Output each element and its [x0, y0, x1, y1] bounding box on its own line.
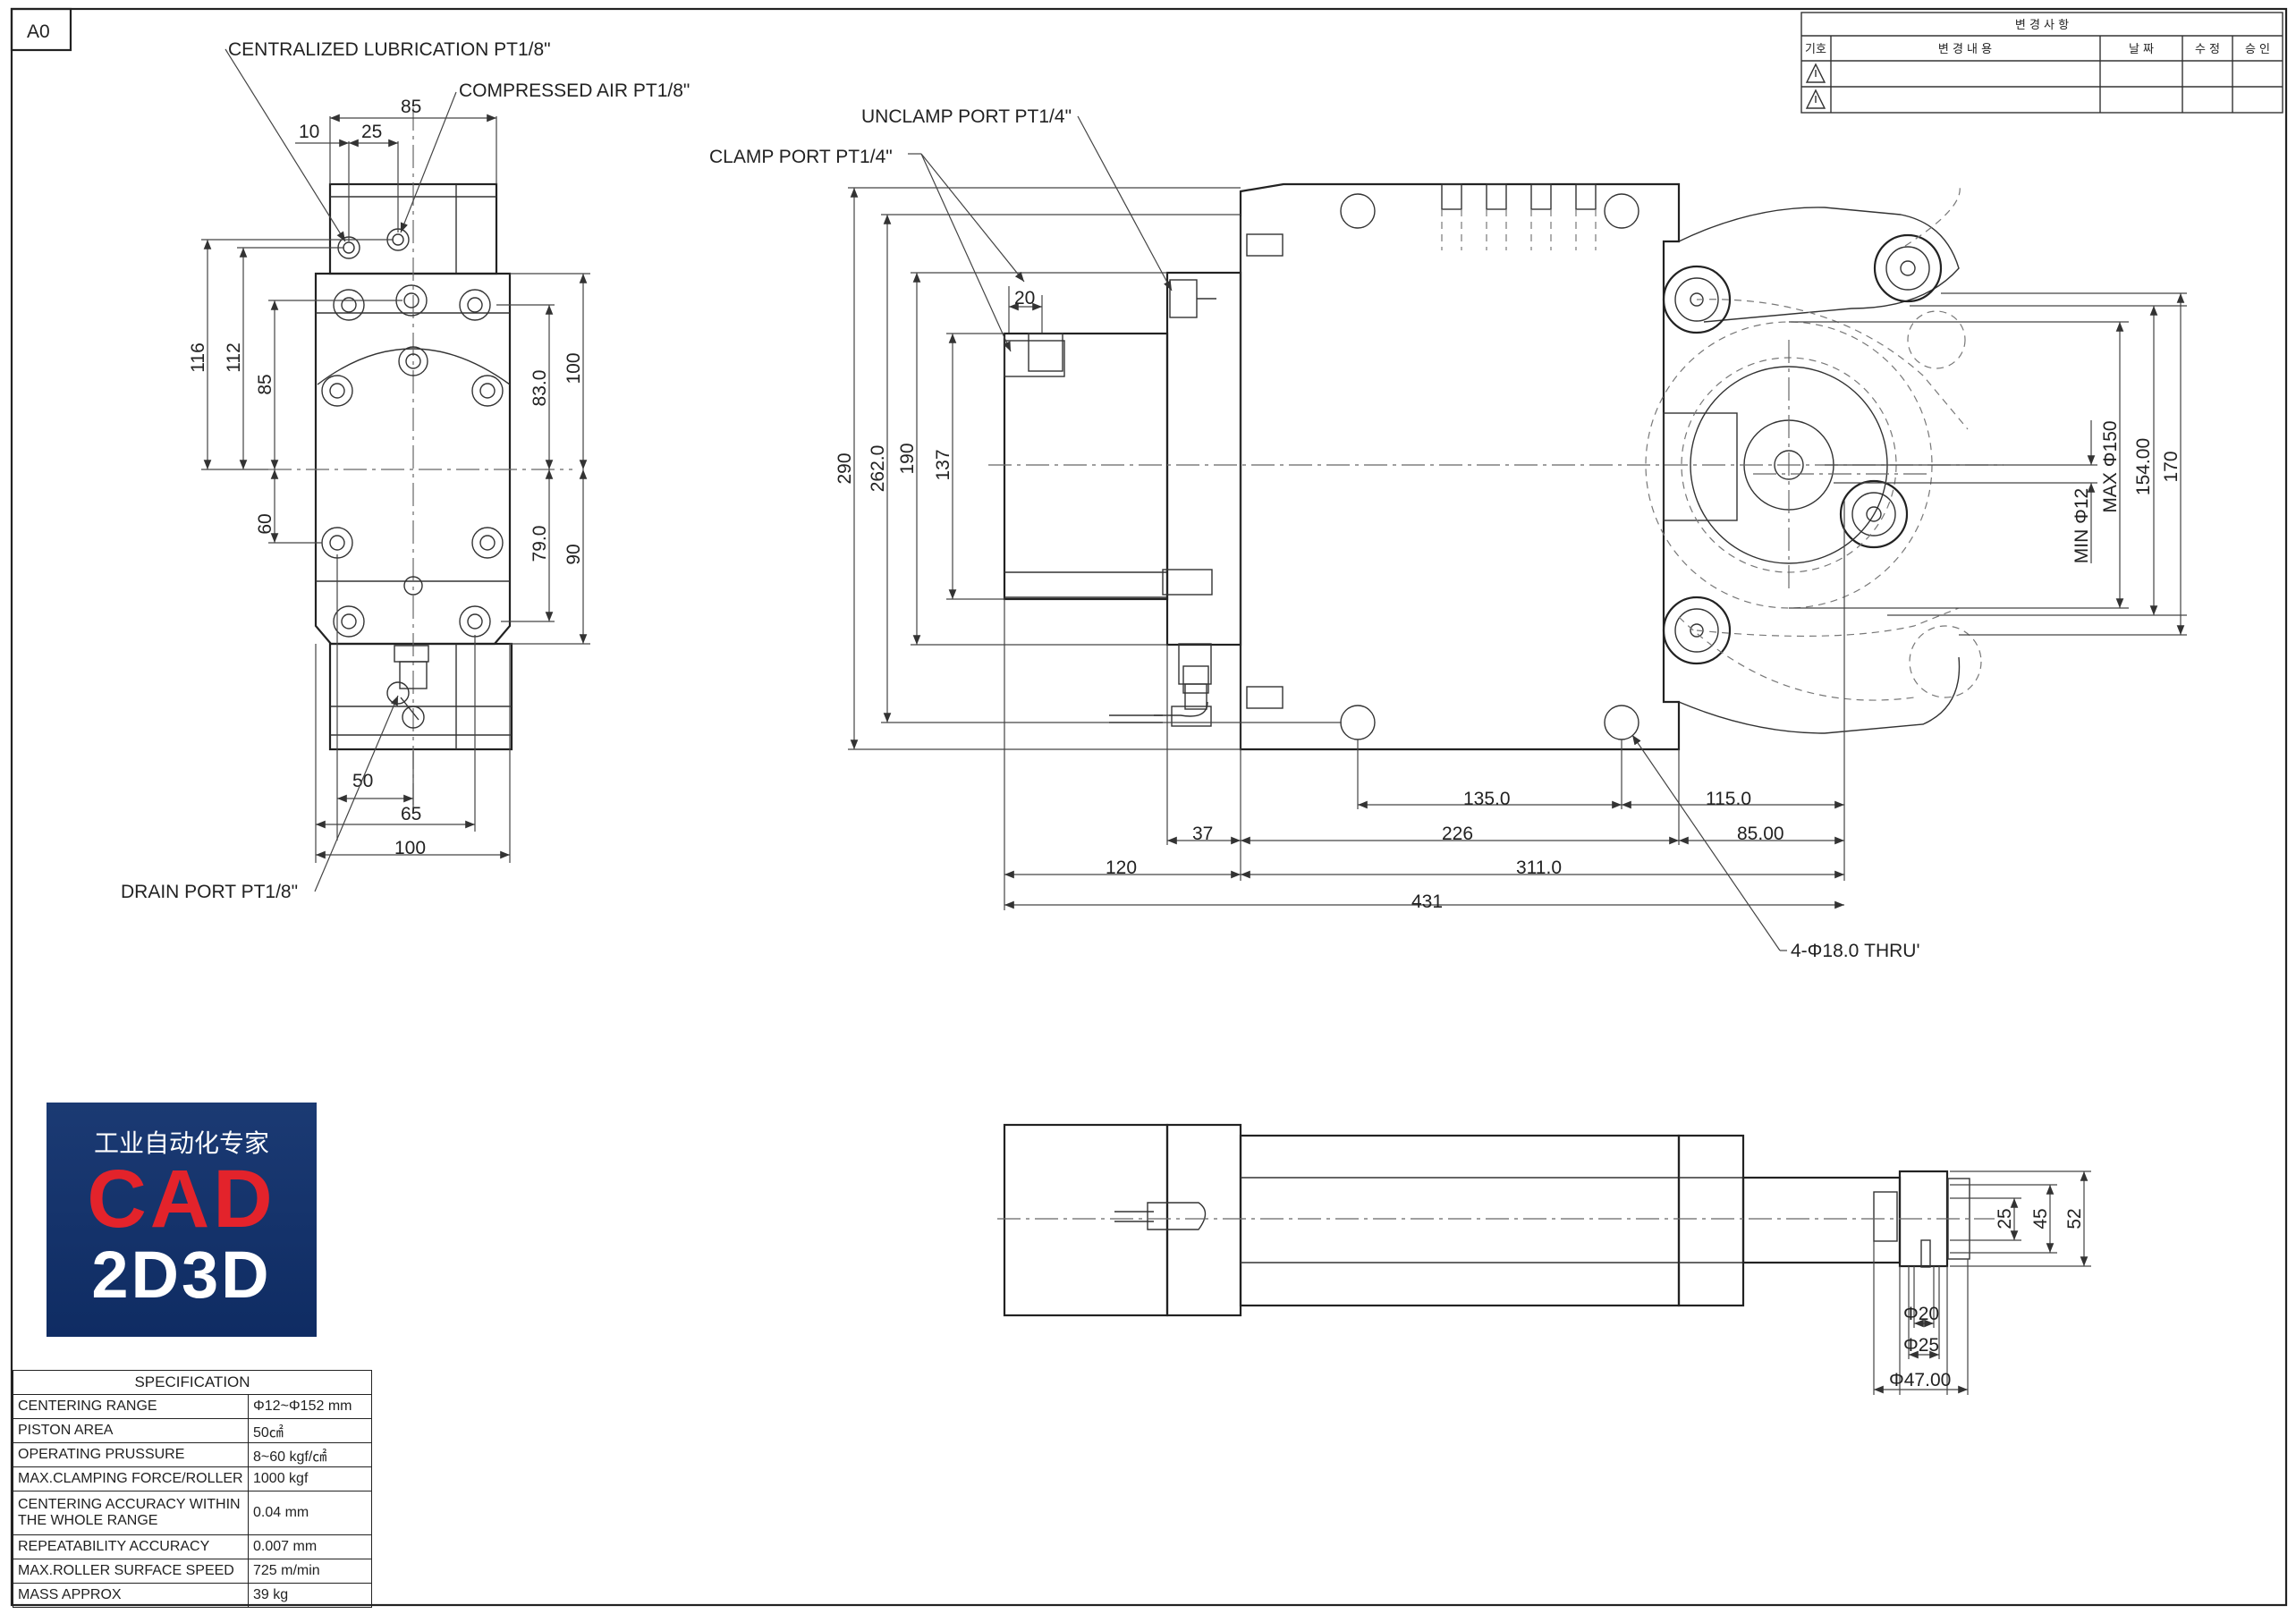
revision-header-date: 날 짜	[2129, 43, 2154, 56]
front-dim-65: 65	[401, 804, 421, 824]
spec-label: CENTERING ACCURACY WITHIN THE WHOLE RANG…	[13, 1491, 249, 1535]
front-dim-85v: 85	[255, 374, 275, 394]
spec-value: 0.007 mm	[248, 1534, 372, 1559]
spec-value: 8~60 kgf/㎠	[248, 1442, 372, 1467]
revision-table: 변 경 사 항 기호 변 경 내 용 날 짜 수 정 승 인	[1800, 12, 2283, 114]
spec-value: 39 kg	[248, 1583, 372, 1608]
spec-value: 725 m/min	[248, 1559, 372, 1584]
side-dim-120: 120	[1106, 858, 1137, 878]
spec-label: REPEATABILITY ACCURACY	[13, 1534, 249, 1559]
callout-holes: 4-Φ18.0 THRU'	[1791, 941, 1919, 961]
spec-label: CENTERING RANGE	[13, 1394, 249, 1419]
side-dim-154: 154.00	[2133, 438, 2154, 495]
side-dim-311: 311.0	[1516, 858, 1562, 878]
sheet-border	[10, 7, 2288, 1607]
revision-header-approved: 승 인	[2245, 43, 2270, 56]
side-dim-max150: MAX Φ150	[2100, 420, 2121, 512]
revision-title: 변 경 사 항	[2015, 19, 2069, 32]
warning-triangle-2-icon	[1805, 89, 1826, 109]
callout-unclamp-port: UNCLAMP PORT PT1/4"	[861, 106, 1072, 127]
front-dim-116: 116	[188, 342, 208, 372]
top-dim-52: 52	[2064, 1208, 2085, 1229]
logo-cad-text: CAD	[87, 1153, 276, 1245]
side-dim-135: 135.0	[1463, 789, 1511, 809]
front-dim-90: 90	[563, 544, 584, 564]
side-leaders	[908, 115, 1787, 951]
spec-label: MASS APPROX	[13, 1583, 249, 1608]
spec-value: 0.04 mm	[248, 1491, 372, 1535]
front-dim-100: 100	[563, 352, 584, 384]
front-dim-85: 85	[401, 97, 421, 117]
side-dim-431: 431	[1411, 892, 1443, 912]
side-dim-137: 137	[933, 449, 953, 480]
side-dim-170: 170	[2161, 451, 2182, 482]
spec-value: 50㎠	[248, 1418, 372, 1443]
front-view	[268, 107, 572, 805]
side-dim-min12: MIN Φ12	[2071, 488, 2092, 563]
top-dim-d25: Φ25	[1903, 1335, 1939, 1356]
side-view	[988, 182, 2004, 751]
front-dim-100w: 100	[394, 838, 426, 858]
front-view-dimensions	[201, 114, 590, 863]
sheet-size-label: A0	[27, 21, 50, 42]
logo-chinese-text: 工业自动化专家	[93, 1128, 269, 1158]
spec-value: Φ12~Φ152 mm	[248, 1394, 372, 1419]
front-dim-25: 25	[361, 122, 382, 142]
table-row: CENTERING ACCURACY WITHIN THE WHOLE RANG…	[13, 1491, 372, 1535]
side-dim-85: 85.00	[1737, 824, 1784, 844]
spec-value: 1000 kgf	[248, 1466, 372, 1491]
spec-label: MAX.CLAMPING FORCE/ROLLER	[13, 1466, 249, 1491]
front-dim-83: 83.0	[530, 370, 550, 407]
front-leaders	[225, 48, 457, 892]
spec-title: SPECIFICATION	[13, 1370, 372, 1395]
front-dim-79: 79.0	[530, 526, 550, 562]
side-dim-190: 190	[897, 443, 918, 474]
spec-label: MAX.ROLLER SURFACE SPEED	[13, 1559, 249, 1584]
revision-header-symbol: 기호	[1805, 43, 1826, 56]
front-dim-60: 60	[255, 513, 275, 534]
spec-label: PISTON AREA	[13, 1418, 249, 1443]
sheet-size-box	[10, 7, 72, 52]
side-dim-37: 37	[1192, 824, 1213, 844]
front-dim-10: 10	[299, 122, 319, 142]
callout-centralized-lubrication: CENTRALIZED LUBRICATION PT1/8"	[228, 39, 551, 60]
front-dim-112: 112	[224, 342, 244, 372]
side-dim-290: 290	[835, 452, 855, 484]
top-dim-d47: Φ47.00	[1889, 1370, 1951, 1390]
logo-2d3d-text: 2D3D	[91, 1238, 272, 1312]
side-dim-226: 226	[1442, 824, 1473, 844]
side-dim-262: 262.0	[868, 445, 888, 493]
callout-clamp-port: CLAMP PORT PT1/4"	[709, 147, 893, 167]
side-dim-115: 115.0	[1706, 789, 1751, 809]
cad2d3d-logo: 工业自动化专家 CAD 2D3D	[47, 1103, 317, 1337]
warning-triangle-1-icon	[1805, 63, 1826, 83]
revision-header-content: 변 경 내 용	[1938, 43, 1992, 56]
callout-compressed-air: COMPRESSED AIR PT1/8"	[459, 80, 690, 101]
top-dim-25: 25	[1995, 1208, 2015, 1229]
side-view-dimensions	[848, 187, 2187, 910]
top-view-dimensions	[1873, 1170, 2091, 1395]
revision-header-revised: 수 정	[2195, 43, 2220, 56]
side-dim-20: 20	[1014, 288, 1035, 308]
top-dim-45: 45	[2030, 1208, 2051, 1229]
front-dim-50: 50	[352, 771, 373, 791]
top-view	[997, 1123, 1995, 1317]
spec-label: OPERATING PRUSSURE	[13, 1442, 249, 1467]
top-dim-d20: Φ20	[1903, 1304, 1939, 1324]
callout-drain-port: DRAIN PORT PT1/8"	[121, 882, 298, 902]
